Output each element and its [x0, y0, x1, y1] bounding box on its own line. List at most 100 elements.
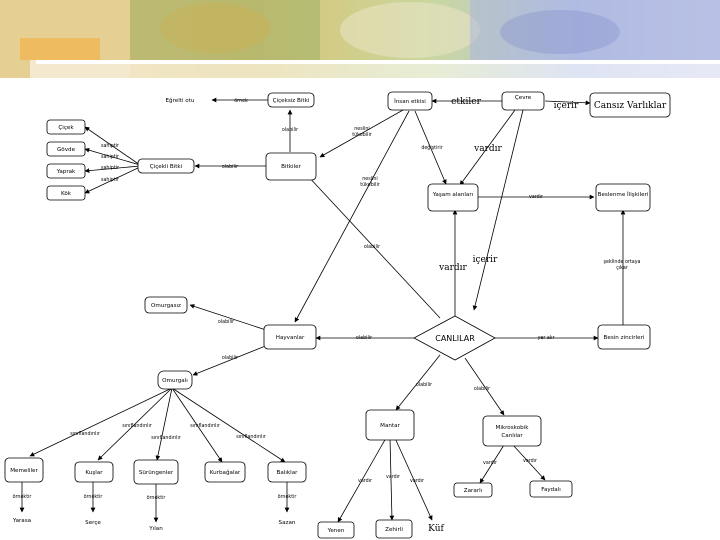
edge-olabilir-bitkiler: olabilir — [364, 244, 380, 250]
bitkiler-label: Bitkiler — [281, 164, 301, 170]
edge-olabilir-omurgasiz: olabilir — [218, 319, 234, 325]
kuslar-node — [74, 461, 114, 483]
mantar-node — [365, 409, 415, 441]
cevre-node — [501, 91, 545, 111]
edge-vardir-zehirli: vardır — [386, 474, 400, 480]
edge-sahiptir-4: sahiptir — [101, 177, 119, 183]
edge-ornek: örnek — [234, 98, 248, 104]
edge-nesilini-1: neslini — [354, 126, 370, 132]
yilan-label: Yılan — [148, 526, 163, 532]
zararli-node — [453, 482, 493, 498]
beslenme-iliskileri-label: Beslenme İlişkileri — [598, 191, 649, 198]
ciceksiz-bitki-node — [267, 92, 315, 108]
yasam-alanlari-node — [427, 183, 479, 212]
faydali-label: Faydalı — [541, 487, 561, 493]
mikroskobik-label-1: Mikroskobik — [496, 425, 530, 431]
edge-vardir-yenen: vardır — [358, 478, 372, 484]
mikroskobik-node — [482, 415, 542, 447]
canlilar-node — [413, 315, 496, 361]
edge-ornektir-3: örnektir — [147, 495, 166, 501]
edge-ornektir-2: örnektir — [84, 494, 103, 500]
besin-zincirleri-label: Besin zincirleri — [604, 335, 645, 341]
insan-etkisi-node — [387, 91, 433, 111]
surungenler-label: Sürüngenler — [139, 470, 174, 476]
insan-etkisi-label: İnsan etkisi — [394, 98, 426, 105]
omurgali-label: Omurgalı — [162, 378, 188, 384]
beslenme-iliskileri-node — [595, 183, 651, 212]
kuslar-label: Kuşlar — [85, 470, 103, 476]
edge-yer-alir: yer alır — [538, 335, 555, 341]
canlilar-label: CANLILAR — [435, 334, 475, 343]
edge-olabilir-mikro: olabilir — [474, 386, 490, 392]
edge-sinif-3: sınıflandırılır — [151, 435, 181, 441]
cicek-label: Çiçek — [58, 125, 74, 131]
header-banner — [0, 0, 720, 78]
kurbagalar-label: Kurbağalar — [210, 469, 241, 476]
baliklar-node — [267, 461, 307, 483]
govde-label: Gövde — [57, 147, 76, 153]
besin-zincirleri-node — [597, 324, 651, 350]
zararli-label: Zararlı — [464, 488, 483, 494]
yaprak-label: Yaprak — [56, 169, 76, 175]
edge-olabilir-hayvanlar: olabilir — [356, 335, 372, 341]
edge-ornektir-1: örnektir — [13, 494, 32, 500]
edge-sinif-2: sınıflandırılır — [122, 423, 152, 429]
edge-vardir-faydali: vardır — [523, 458, 537, 464]
kok-node — [46, 185, 86, 201]
edge-vardir-zararli: vardır — [483, 460, 497, 466]
zehirli-node — [375, 519, 413, 539]
cevre-label: Çevre — [515, 95, 532, 101]
omurgali-node — [157, 370, 193, 390]
kok-label: Kök — [61, 191, 72, 197]
edge-sahiptir-2: sahiptir — [101, 154, 119, 160]
edge-olabilir-omurgali: olabilir — [222, 355, 238, 361]
edge-sahiptir-1: sahiptir — [101, 143, 119, 149]
edge-sinif-1: sınıflandırılır — [70, 431, 100, 437]
surungenler-node — [133, 459, 179, 485]
edge-vardir-canlilar: vardır — [438, 263, 467, 273]
edge-sinif-5: sınıflandırılır — [236, 434, 266, 440]
zehirli-label: Zehirli — [385, 527, 403, 533]
edge-seklinde-1: şeklinde ortaya — [604, 259, 641, 265]
govde-node — [46, 141, 86, 157]
edge-vardir-yasam: vardır — [473, 144, 502, 154]
omurgasiz-node — [144, 296, 188, 314]
serce-label: Serçe — [85, 520, 101, 526]
baliklar-label: Balıklar — [277, 470, 299, 476]
edge-vardir-kuf: vardır — [410, 478, 424, 484]
cicek-node — [46, 119, 86, 135]
ciceksiz-bitki-label: Çiçeksiz Bitki — [273, 98, 310, 104]
cansiz-varliklar-node — [589, 92, 671, 118]
edge-sinif-4: sınıflandırılır — [190, 423, 220, 429]
hayvanlar-label: Hayvanlar — [276, 335, 305, 341]
cicekli-bitki-node — [137, 158, 195, 174]
yenen-label: Yenen — [327, 528, 345, 534]
edge-sahiptir-3: sahiptir — [101, 165, 119, 171]
edge-icerir-canlilar: içerir — [473, 255, 498, 265]
cansiz-varliklar-label: Cansız Varlıklar — [594, 101, 667, 111]
edge-nesilini-3: neslini — [362, 176, 378, 182]
faydali-node — [529, 480, 573, 498]
mikroskobik-label-2: Canlılar — [501, 433, 523, 439]
edge-icerir-cansiz: içerir — [554, 101, 579, 111]
omurgasiz-label: Omurgasız — [151, 303, 181, 309]
mantar-label: Mantar — [380, 423, 400, 429]
kurbagalar-node — [204, 461, 246, 483]
edge-nesilini-2: tükebilir — [352, 132, 372, 138]
sazan-label: Sazan — [279, 520, 296, 526]
kuf-label: Küf — [428, 524, 444, 534]
edge-etkiler: etkiler — [451, 97, 481, 107]
yasam-alanlari-label: Yaşam alanları — [432, 192, 474, 198]
yaprak-node — [46, 163, 86, 179]
hayvanlar-node — [263, 324, 317, 350]
memeliler-node — [4, 457, 44, 483]
edge-olabilir-cicekli: olabilir — [222, 164, 238, 170]
edge-nesilini-4: tükebilir — [360, 182, 380, 188]
edge-degistirir: değiştirir — [421, 144, 442, 151]
yenen-node — [317, 521, 355, 539]
bitkiler-node — [265, 152, 317, 181]
edge-vardir-beslenme: vardır — [529, 194, 543, 200]
yarasa-label: Yarasa — [12, 518, 31, 524]
egrelti-otu-label: Eğrelti otu — [166, 97, 195, 104]
